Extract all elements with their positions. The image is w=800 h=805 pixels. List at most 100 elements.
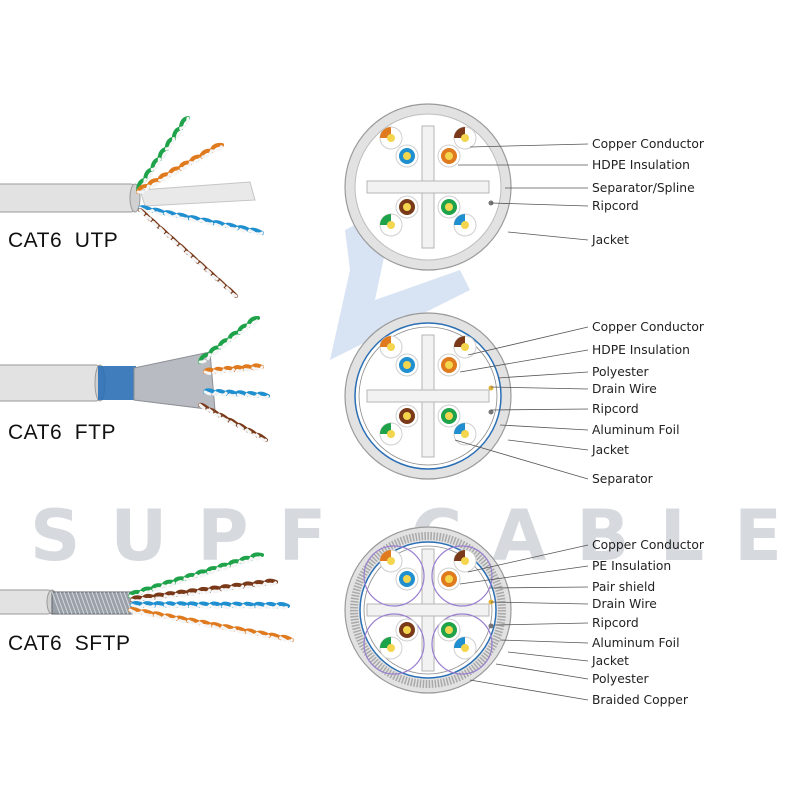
label-cat6-utp: CAT6 UTP [8,229,119,252]
sftp-braid-strand [103,591,113,615]
utp-callout-jacket: Jacket [592,233,629,247]
sftp-braid-strand [67,591,77,615]
sftp-section-pair-shield-3 [431,613,493,675]
sftp-section-brown-copper [403,626,411,634]
sftp-section-w-green-copper [387,644,395,652]
ftp-section-polyester [358,326,498,466]
sftp-section-orange-copper [445,575,453,583]
utp-blue-pair-strand-b [138,206,264,236]
utp-callout-copper-conductor: Copper Conductor [592,137,704,151]
ftp-callout-copper-conductor: Copper Conductor [592,320,704,334]
ftp-section-drain-wire [488,385,494,391]
ftp-section-ripcord [488,409,494,415]
sftp-section-braid [350,532,506,688]
sftp-leader-drain [490,601,589,605]
sftp-callout-pe-insulation: PE Insulation [592,559,672,573]
sftp-braid-strand [107,591,117,615]
sftp-braid-strand [99,591,109,615]
utp-callout-hdpe-insulation: HDPE Insulation [592,158,690,172]
sftp-braid-strand [55,591,65,615]
sftp-leader-braided [469,679,589,701]
sftp-braid-strand [79,591,89,615]
ftp-callout-separator: Separator [592,472,653,486]
sftp-braid-strand [83,591,93,615]
sftp-orange-pair-strand-b [128,608,294,643]
sftp-section-separator-h [366,603,490,617]
sftp-leader-foil [499,639,589,644]
ftp-callout-aluminum-foil: Aluminum Foil [592,423,680,437]
ftp-leader-ripcord [490,408,589,411]
ftp-section-w-orange-copper [387,343,395,351]
ftp-section-w-green-copper [387,430,395,438]
utp-section-blue-copper [403,152,411,160]
utp-jacket [0,183,136,213]
utp-leader-copper [469,143,589,148]
sftp-callout-copper-conductor: Copper Conductor [592,538,704,552]
utp-section-w-orange-copper [387,134,395,142]
sftp-section-polyester [363,545,493,675]
sftp-callout-jacket: Jacket [592,654,629,668]
sftp-section-w-orange-copper [387,557,395,565]
sftp-leader-copper [467,544,589,573]
sftp-braid-strand [119,591,129,615]
sftp-braid-strand [75,591,85,615]
utp-section-separator-h [366,180,490,194]
sftp-brown-pair-strand-a [130,578,278,602]
ftp-leader-drain [490,386,589,390]
ftp-callout-jacket: Jacket [592,443,629,457]
utp-section-w-blue-copper [461,221,469,229]
sftp-braid-strand [91,591,101,615]
utp-leader-ripcord [490,202,589,207]
sftp-section-w-blue-copper [461,644,469,652]
ftp-section-green-copper [445,412,453,420]
sftp-callout-aluminum-foil: Aluminum Foil [592,636,680,650]
utp-callout-separator-spline: Separator/Spline [592,181,695,195]
ftp-leader-foil [499,424,589,431]
label-cat6-sftp: CAT6 SFTP [8,632,131,655]
ftp-section-brown-copper [403,412,411,420]
sftp-section-ripcord [488,623,494,629]
ftp-leader-polyester [497,371,589,379]
sftp-section-w-brown-copper [461,557,469,565]
sftp-brown-pair-strand-b [130,580,278,603]
ftp-section-blue-copper [403,361,411,369]
ftp-leader-copper [467,326,589,356]
utp-callout-ripcord: Ripcord [592,199,639,213]
utp-spline [139,181,256,207]
watermark-logo [330,205,470,360]
ftp-brown-pair-strand-b [198,403,268,442]
sftp-braid-strand [63,591,73,615]
utp-leader-jacket [507,231,589,241]
sftp-callout-polyester: Polyester [592,672,649,686]
ftp-callout-polyester: Polyester [592,365,649,379]
ftp-section-separator-h [366,389,490,403]
ftp-leader-jacket [507,439,589,451]
utp-section-w-green-copper [387,221,395,229]
sftp-braid-strand [115,591,125,615]
utp-orange-pair-strand-b [136,143,224,194]
utp-section-brown-copper [403,203,411,211]
ftp-section-orange-copper [445,361,453,369]
sftp-leader-ripcord [494,622,589,626]
sftp-jacket [0,589,53,615]
utp-orange-pair-strand-a [136,142,224,194]
ftp-blue-shield [98,366,136,400]
sftp-callout-pair-shield: Pair shield [592,580,656,594]
label-cat6-ftp: CAT6 FTP [8,421,116,444]
sftp-braid-strand [59,591,69,615]
ftp-section-w-brown-copper [461,343,469,351]
sftp-blue-pair-strand-b [130,603,290,610]
sftp-section-pair-shield-0 [363,545,425,607]
sftp-braid-strand [87,591,97,615]
ftp-orange-pair-strand-b [203,365,264,376]
sftp-callout-ripcord: Ripcord [592,616,639,630]
sftp-leader-polyester [495,663,589,680]
sftp-section-pair-shield-2 [363,613,425,675]
utp-brown-pair-strand-b [138,208,238,298]
sftp-leader-pair-shield [489,586,589,589]
utp-section-orange-copper [445,152,453,160]
ftp-blue-pair-strand-b [203,390,270,400]
ftp-callout-hdpe-insulation: HDPE Insulation [592,343,690,357]
